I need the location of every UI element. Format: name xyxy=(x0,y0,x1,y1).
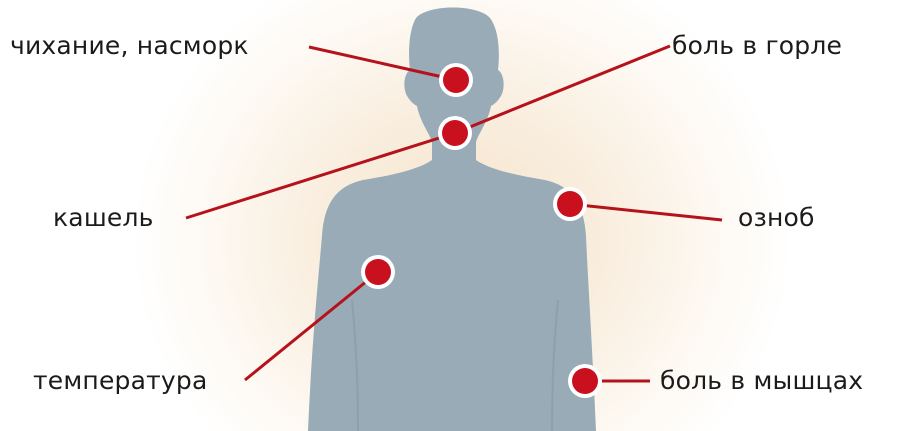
label-muscle-pain: боль в мышцах xyxy=(660,368,863,393)
label-chills: озноб xyxy=(738,205,815,230)
label-cough: кашель xyxy=(53,205,154,230)
marker-fever xyxy=(361,255,395,289)
marker-throat xyxy=(438,116,472,150)
label-sore-throat: боль в горле xyxy=(672,33,842,58)
marker-muscle xyxy=(568,364,602,398)
connector-chills xyxy=(570,204,722,220)
marker-sneeze xyxy=(439,63,473,97)
label-sneeze-runny-nose: чихание, насморк xyxy=(10,33,249,58)
label-fever: температура xyxy=(33,368,207,393)
marker-chills xyxy=(553,187,587,221)
